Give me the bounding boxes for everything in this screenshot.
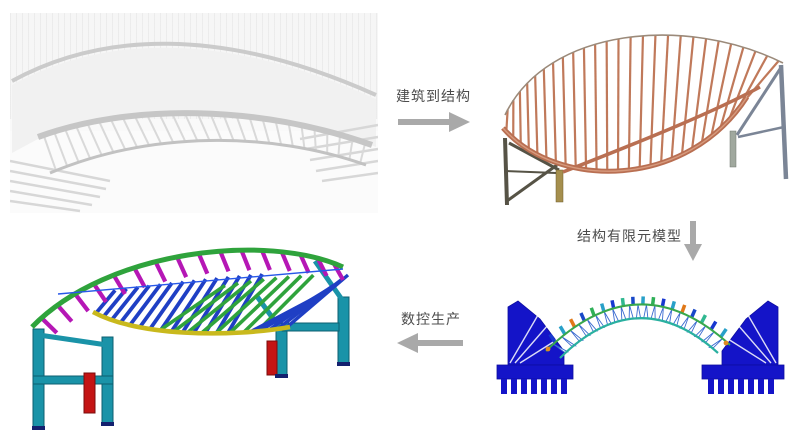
left-terrace-steps bbox=[10, 159, 111, 213]
brass-post bbox=[555, 169, 564, 203]
structural-wireframe-model-image bbox=[487, 15, 797, 215]
structural-model-canvas bbox=[501, 34, 789, 206]
arrow-left-icon bbox=[397, 333, 463, 353]
steel-post bbox=[729, 130, 737, 168]
step-label-structural-fem-model: 结构有限元模型 bbox=[577, 228, 682, 244]
cnc-fabrication-model-image bbox=[18, 233, 388, 438]
fem-canvas bbox=[496, 296, 785, 394]
deck-surface bbox=[12, 47, 376, 153]
step-label-cnc-production: 数控生产 bbox=[401, 311, 461, 327]
step-label-architecture-to-structure: 建筑到结构 bbox=[396, 88, 471, 104]
left-pedestal bbox=[496, 300, 574, 394]
upper-rim-arch bbox=[11, 41, 377, 97]
architectural-rendering-image bbox=[10, 13, 378, 213]
architectural-render-canvas bbox=[10, 41, 378, 213]
finite-element-model-image bbox=[488, 263, 788, 398]
arrow-down-icon bbox=[684, 221, 702, 261]
right-steel-support bbox=[735, 64, 789, 180]
right-pedestal bbox=[701, 300, 785, 394]
left-steel-support bbox=[503, 137, 560, 206]
left-portal-frame bbox=[32, 328, 114, 430]
fabrication-canvas bbox=[30, 247, 350, 430]
arrow-right-icon bbox=[398, 112, 470, 132]
